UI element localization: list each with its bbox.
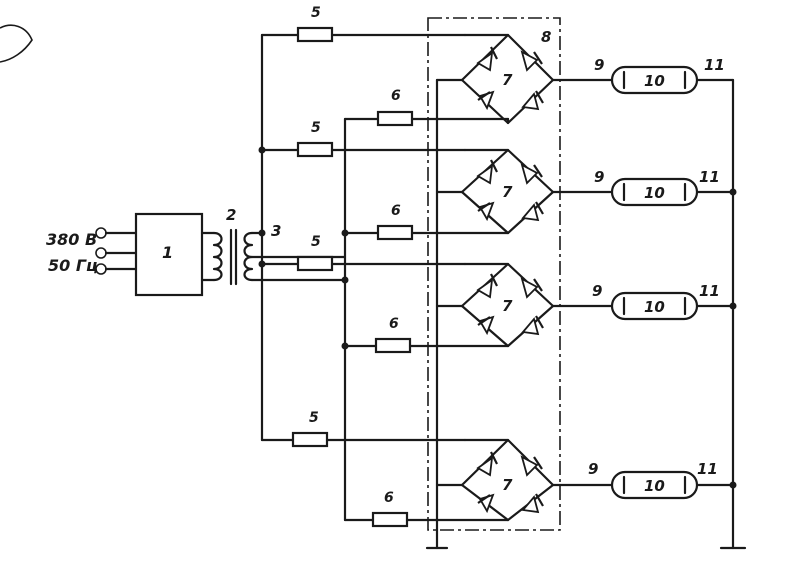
lead-in-label-3: 9: [592, 282, 602, 300]
rectifier-label-1: 7: [502, 71, 513, 89]
lead-in-label-4: 9: [588, 460, 598, 478]
resistor-5-label-3: 5: [311, 234, 321, 250]
resistor-5-label-1: 5: [311, 5, 321, 21]
supply-frequency-label: 50 Гц: [48, 256, 98, 275]
input-terminals: [96, 228, 136, 274]
frame-label: 8: [541, 28, 551, 46]
lamp-label-4: 10: [644, 477, 665, 495]
lead-out-label-1: 11: [704, 56, 725, 74]
rectifier-label-3: 7: [502, 297, 513, 315]
scan-artifact: [0, 25, 32, 62]
distribution-buses: [262, 35, 345, 520]
resistor-5-label-2: 5: [311, 120, 321, 136]
rectifier-label-4: 7: [502, 476, 513, 494]
lead-in-label-1: 9: [594, 56, 604, 74]
lead-in-label-2: 9: [594, 168, 604, 186]
transformer: [202, 230, 262, 284]
lead-out-label-2: 11: [699, 168, 720, 186]
resistor-6-label-3: 6: [389, 316, 399, 332]
unit-1-label: 1: [162, 243, 173, 262]
node-label: 3: [271, 222, 281, 240]
lead-out-label-4: 11: [697, 460, 718, 478]
resistor-5-group: [262, 28, 465, 446]
transformer-label: 2: [226, 206, 236, 224]
rectifier-label-2: 7: [502, 183, 513, 201]
bus-junctions: [259, 147, 349, 350]
lamp-label-1: 10: [644, 72, 665, 90]
supply-voltage-label: 380 В: [46, 230, 97, 249]
resistor-6-label-1: 6: [391, 88, 401, 104]
lead-out-label-3: 11: [699, 282, 720, 300]
resistor-6-label-2: 6: [391, 203, 401, 219]
resistor-5-label-4: 5: [309, 410, 319, 426]
resistor-6-label-4: 6: [384, 490, 394, 506]
lamp-label-3: 10: [644, 298, 665, 316]
lamp-label-2: 10: [644, 184, 665, 202]
